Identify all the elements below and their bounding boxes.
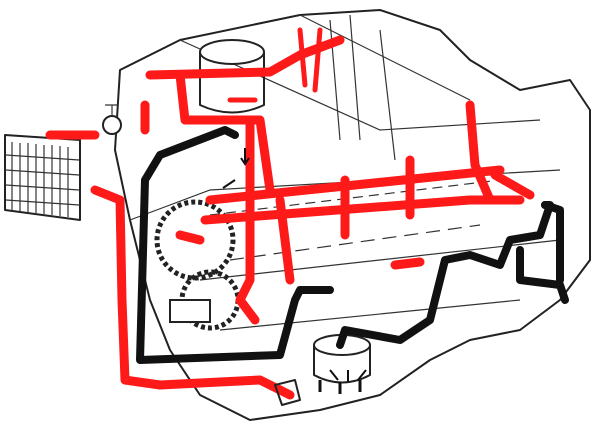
return-lines xyxy=(136,126,569,364)
camshaft xyxy=(209,179,501,261)
pressure-sender xyxy=(274,379,301,406)
oil-pressure-lines xyxy=(45,27,535,400)
flow-arrows xyxy=(222,148,367,382)
oil-cooler-radiator xyxy=(4,134,81,221)
thermostat-valve xyxy=(102,104,122,135)
oil-filter xyxy=(199,39,265,114)
